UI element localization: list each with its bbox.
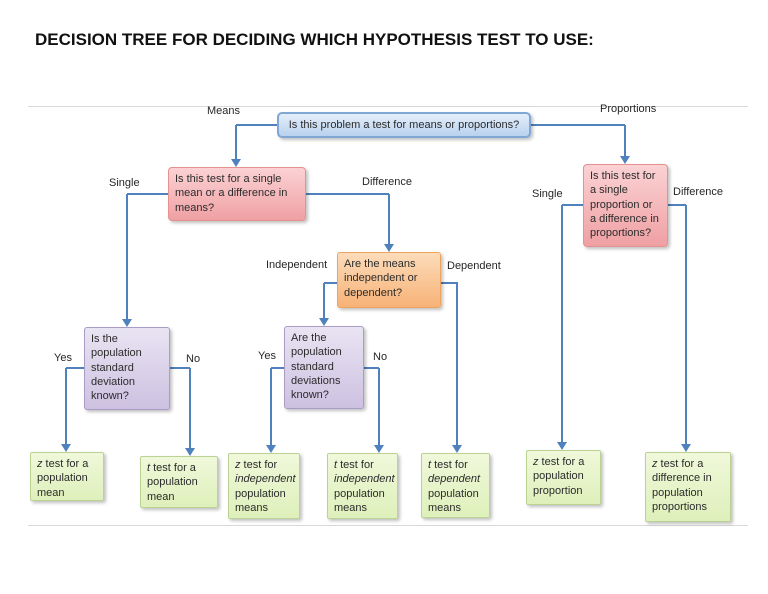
h-segment	[324, 282, 337, 284]
edge-label-proportions: Proportions	[600, 103, 657, 115]
h-segment	[170, 367, 190, 369]
node-t-test-dependent-means: t test for dependent population means	[421, 453, 490, 518]
v-segment	[65, 368, 67, 444]
h-segment	[271, 367, 284, 369]
arrowhead	[266, 445, 276, 453]
h-segment	[127, 193, 168, 195]
node-root-question: Is this problem a test for means or prop…	[277, 112, 531, 138]
node-z-test-difference-proportions: z test for a difference in population pr…	[645, 452, 731, 522]
h-segment	[364, 367, 379, 369]
arrowhead	[61, 444, 71, 452]
arrowhead	[185, 448, 195, 456]
v-segment	[323, 283, 325, 318]
node-means-dependence-question: Are the means independent or dependent?	[337, 252, 441, 308]
edge-label-means: Means	[207, 105, 241, 117]
edge-label-sd-yes: Yes	[54, 352, 72, 364]
node-z-test-population-proportion: z test for a population proportion	[526, 450, 601, 505]
v-segment	[235, 125, 237, 159]
h-segment	[668, 204, 686, 206]
node-t-test-independent-means: t test for independent population means	[327, 453, 398, 519]
edge-label-single-mean: Single	[109, 177, 140, 189]
h-segment	[441, 282, 458, 284]
h-segment	[531, 124, 625, 126]
arrowhead	[681, 444, 691, 452]
v-segment	[270, 368, 272, 445]
v-segment	[126, 194, 128, 319]
edge-label-difference-means: Difference	[362, 176, 412, 188]
edge-label-dependent: Dependent	[447, 260, 501, 272]
edge-label-independent: Independent	[266, 259, 328, 271]
page-title: DECISION TREE FOR DECIDING WHICH HYPOTHE…	[35, 30, 594, 49]
arrowhead	[620, 156, 630, 164]
v-segment	[388, 194, 390, 244]
node-sd-known-question: Is the population standard deviation kno…	[84, 327, 170, 410]
v-segment	[456, 283, 458, 445]
arrowhead	[452, 445, 462, 453]
arrowhead	[231, 159, 241, 167]
edge-label-single-proportion: Single	[532, 188, 563, 200]
edge-label-sds-no: No	[373, 351, 388, 363]
top-divider	[28, 106, 748, 107]
v-segment	[378, 368, 380, 445]
node-proportion-question: Is this test for a single proportion or …	[583, 164, 668, 247]
bottom-divider	[28, 525, 748, 526]
arrowhead	[557, 442, 567, 450]
h-segment	[562, 204, 583, 206]
h-segment	[236, 124, 277, 126]
arrowhead	[122, 319, 132, 327]
node-z-test-independent-means: z test for independent population means	[228, 453, 300, 519]
v-segment	[624, 125, 626, 156]
arrowhead	[319, 318, 329, 326]
h-segment	[306, 193, 389, 195]
edge-label-sd-no: No	[186, 353, 201, 365]
node-z-test-population-mean: z test for a population mean	[30, 452, 104, 501]
node-t-test-population-mean: t test for a population mean	[140, 456, 218, 508]
v-segment	[561, 205, 563, 442]
v-segment	[685, 205, 687, 444]
edge-label-sds-yes: Yes	[258, 350, 276, 362]
arrowhead	[384, 244, 394, 252]
node-mean-question: Is this test for a single mean or a diff…	[168, 167, 306, 221]
h-segment	[66, 367, 84, 369]
edge-label-difference-proportions: Difference	[673, 186, 723, 198]
node-sds-known-question: Are the population standard deviations k…	[284, 326, 364, 409]
arrowhead	[374, 445, 384, 453]
v-segment	[189, 368, 191, 448]
